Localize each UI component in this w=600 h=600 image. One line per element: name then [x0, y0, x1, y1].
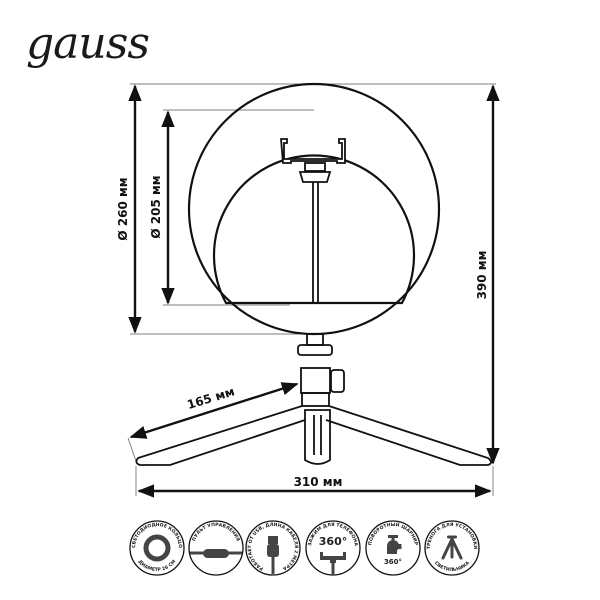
feature-ball-head-text: 360° ПОВОРОТНЫЙ ШАРНИР	[367, 520, 419, 566]
feature-usb-text: РАБОТАЕТ ОТ USB, ДЛИНА КАБЕЛЯ 2 МЕТРА	[247, 522, 299, 572]
feature-text: ПОВОРОТНЫЙ ШАРНИР	[367, 520, 419, 546]
height-label: 390 мм	[475, 251, 489, 300]
svg-text:ЗАЖИМ ДЛЯ ТЕЛЕФОНА: ЗАЖИМ ДЛЯ ТЕЛЕФОНА	[307, 522, 359, 547]
svg-text:СВЕТОДИОДНОЕ КОЛЬЦО: СВЕТОДИОДНОЕ КОЛЬЦО	[131, 522, 183, 548]
text-layer: gauss Ø 260 мм Ø 205 мм 390 мм 310 мм 16…	[26, 18, 489, 573]
inner-diameter-label: Ø 205 мм	[149, 175, 163, 238]
extension-lines	[127, 83, 496, 496]
feature-text: ПУЛЬТ УПРАВЛЕНИЯ	[191, 522, 241, 543]
brand-logo: gauss	[26, 18, 149, 69]
phone-holder	[280, 138, 346, 303]
feature-badge: 360°	[319, 535, 347, 548]
width-label: 310 мм	[294, 475, 343, 489]
feature-led-ring-text: СВЕТОДИОДНОЕ КОЛЬЦО ДИАМЕТР 26 СМ	[131, 522, 183, 573]
feature-phone-clamp-text: 360° ЗАЖИМ ДЛЯ ТЕЛЕФОНА	[307, 522, 359, 548]
svg-text:ДИАМЕТР 26 СМ: ДИАМЕТР 26 СМ	[137, 559, 178, 574]
outer-diameter-label: Ø 260 мм	[116, 177, 130, 240]
svg-text:ПОВОРОТНЫЙ ШАРНИР: ПОВОРОТНЫЙ ШАРНИР	[367, 520, 419, 546]
feature-tripod-text: ТРЕНОГА ДЛЯ УСТАНОВКИ СВЕТИЛЬНИКА	[426, 522, 478, 573]
phone-clamp-icon	[320, 552, 346, 575]
leg-length-label: 165 мм	[185, 384, 236, 412]
feature-text: ДИАМЕТР 26 СМ	[137, 559, 178, 574]
ring-light	[187, 82, 441, 336]
feature-text: ТРЕНОГА ДЛЯ УСТАНОВКИ	[426, 522, 478, 550]
feature-text: РАБОТАЕТ ОТ USB, ДЛИНА КАБЕЛЯ 2 МЕТРА	[247, 522, 299, 572]
svg-text:ПУЛЬТ УПРАВЛЕНИЯ: ПУЛЬТ УПРАВЛЕНИЯ	[191, 522, 241, 543]
dimension-arrows	[128, 84, 500, 498]
feature-text: ЗАЖИМ ДЛЯ ТЕЛЕФОНА	[307, 522, 359, 547]
feature-text: СВЕТИЛЬНИКА	[433, 560, 471, 573]
feature-text: СВЕТОДИОДНОЕ КОЛЬЦО	[131, 522, 183, 548]
svg-text:ТРЕНОГА ДЛЯ УСТАНОВКИ: ТРЕНОГА ДЛЯ УСТАНОВКИ	[426, 522, 478, 550]
remote-control-icon	[190, 549, 242, 558]
svg-text:СВЕТИЛЬНИКА: СВЕТИЛЬНИКА	[433, 560, 471, 573]
feature-remote-text: ПУЛЬТ УПРАВЛЕНИЯ	[191, 522, 241, 543]
feature-badge: 360°	[384, 558, 402, 566]
svg-text:РАБОТАЕТ ОТ USB, ДЛИНА КАБЕЛЯ: РАБОТАЕТ ОТ USB, ДЛИНА КАБЕЛЯ 2 МЕТРА	[247, 522, 299, 572]
